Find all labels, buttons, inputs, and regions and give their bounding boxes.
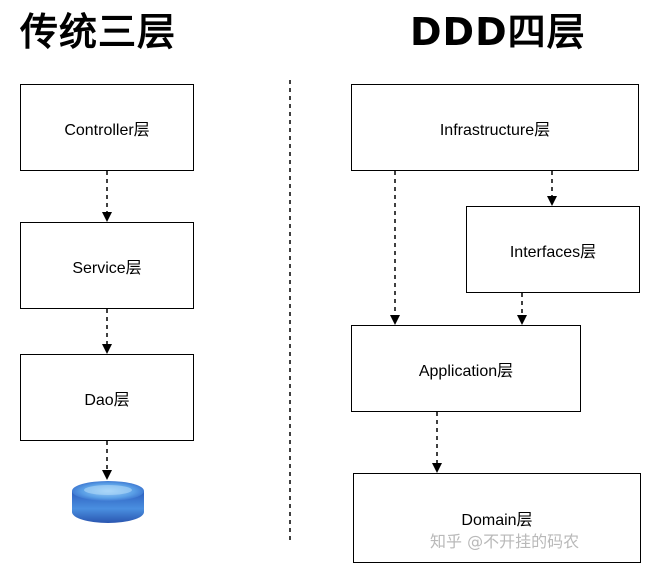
ddd-heading: DDD四层	[410, 10, 586, 54]
database-icon	[72, 481, 144, 523]
application-layer-label: Application层	[418, 362, 514, 380]
service-layer-box: Service层	[20, 222, 194, 309]
controller-layer-label: Controller层	[64, 121, 150, 139]
watermark: 知乎 @不开挂的码农	[430, 532, 580, 551]
dao-layer-box: Dao层	[20, 354, 194, 441]
service-layer-label: Service层	[72, 259, 142, 277]
domain-layer-box: Domain层	[353, 473, 641, 563]
domain-layer-label: Domain层	[461, 512, 533, 529]
interfaces-layer-box: Interfaces层	[466, 206, 640, 293]
infrastructure-layer-label: Infrastructure层	[439, 121, 551, 139]
application-layer-box: Application层	[351, 325, 581, 412]
infrastructure-layer-box: Infrastructure层	[351, 84, 639, 171]
interfaces-layer-label: Interfaces层	[509, 243, 597, 261]
controller-layer-box: Controller层	[20, 84, 194, 171]
dao-layer-label: Dao层	[84, 391, 130, 409]
traditional-heading: 传统三层	[20, 10, 177, 54]
